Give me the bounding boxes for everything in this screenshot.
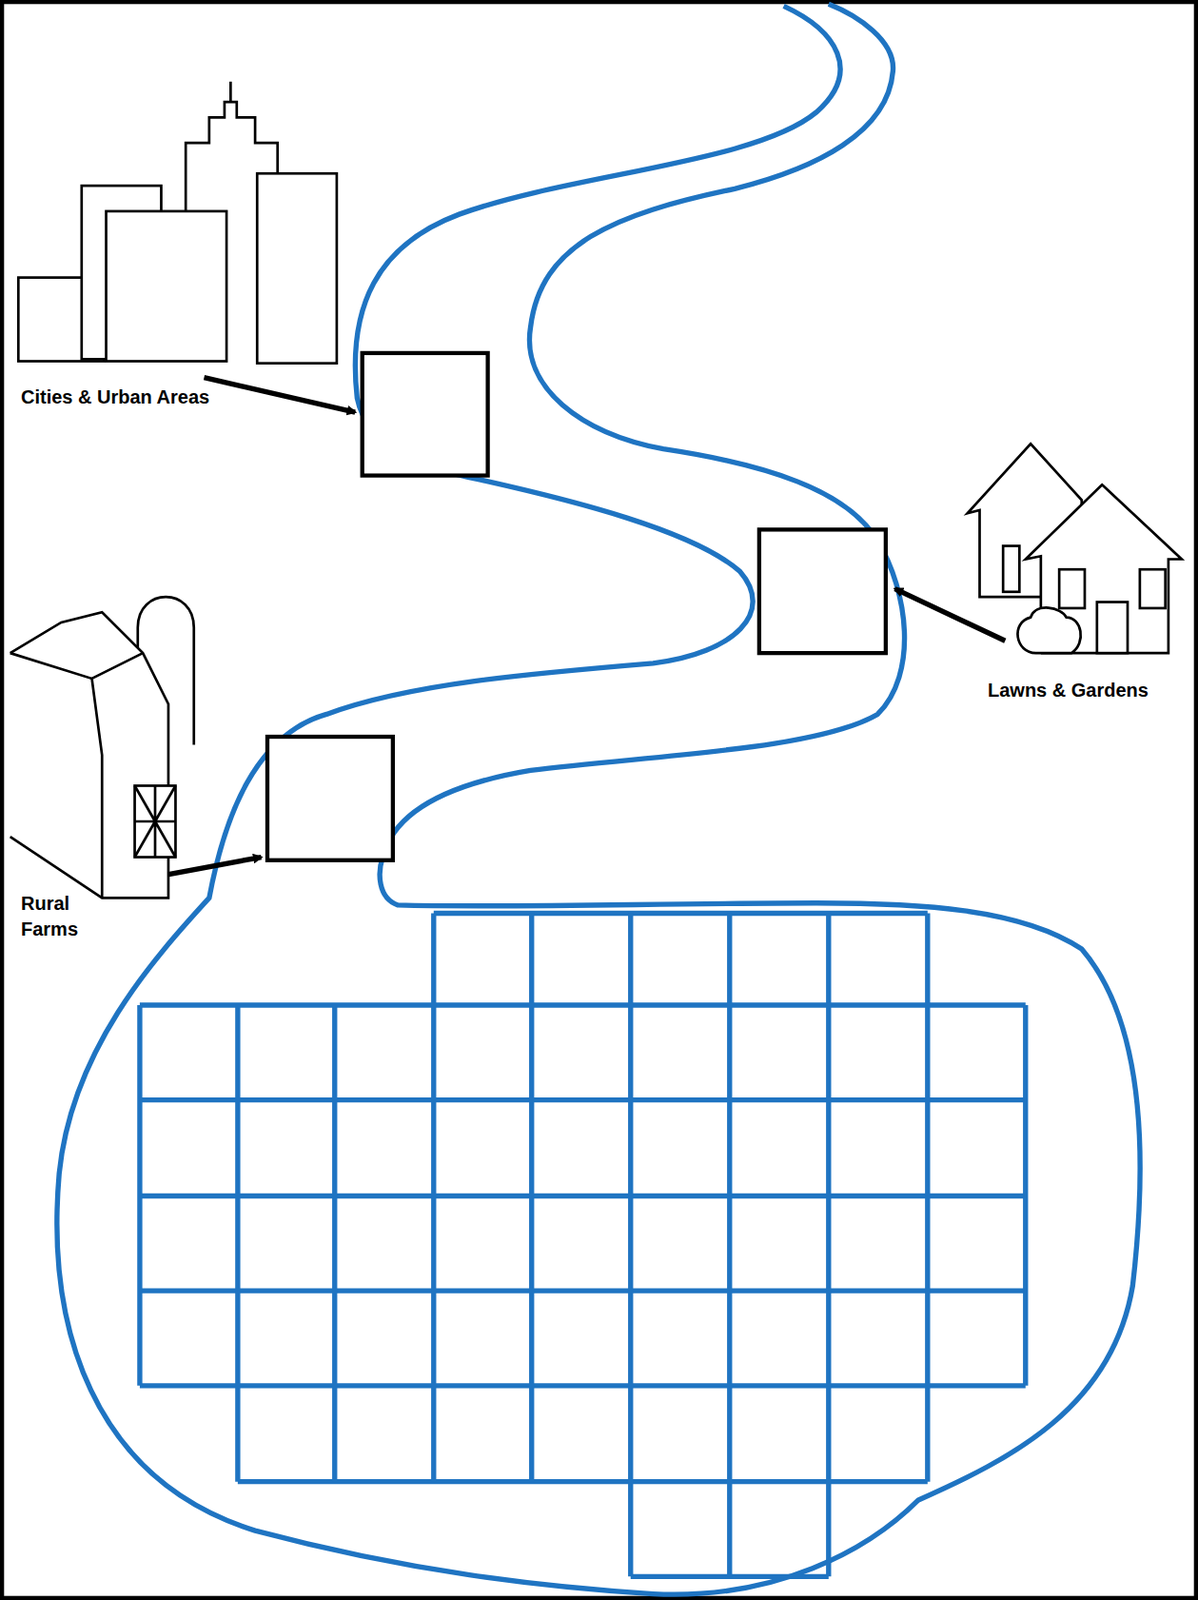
area-label: Cities & Urban Areas [20, 384, 307, 411]
houses [967, 443, 1182, 653]
river-outline [57, 3, 1140, 1594]
area-label: Rural Farms [20, 890, 107, 943]
city-buildings [18, 81, 337, 364]
leader-arrow [107, 377, 1006, 886]
empty-box [267, 353, 886, 861]
barn [10, 596, 195, 898]
area-label: Lawns & Gardens [987, 677, 1188, 704]
grid [139, 912, 1026, 1576]
